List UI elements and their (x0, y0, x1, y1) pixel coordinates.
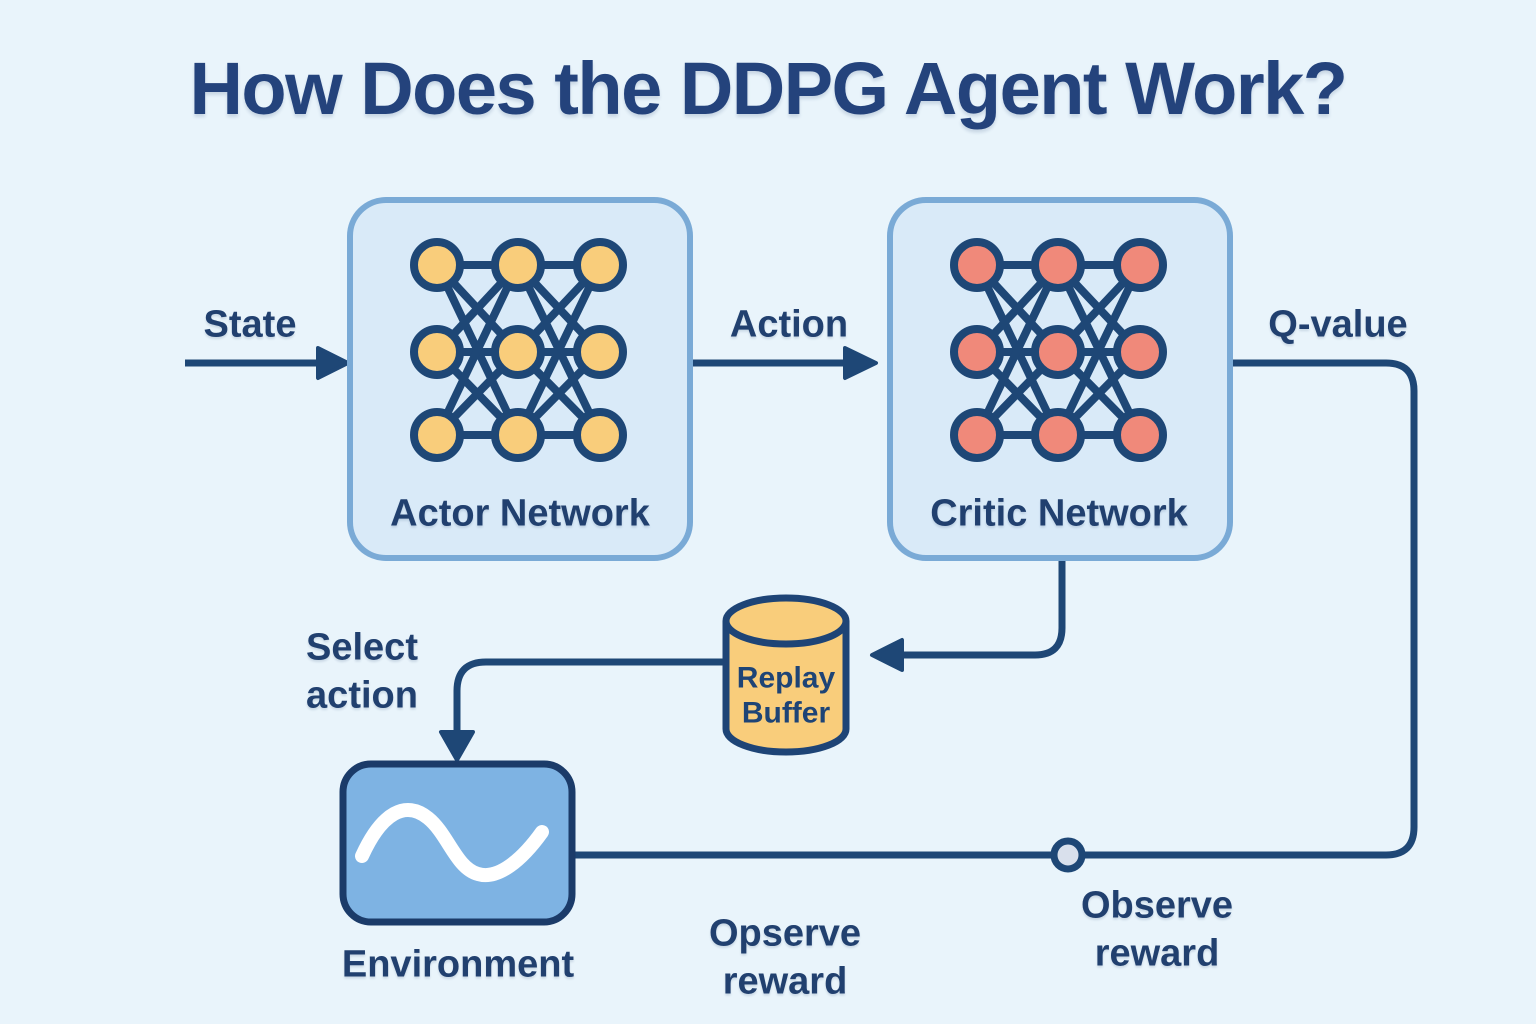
replay-buffer-cylinder (722, 594, 850, 756)
opserve-reward-label: Opserve reward (708, 912, 862, 1003)
state-label: State (203, 303, 297, 346)
reward-junction-dot (1050, 837, 1086, 873)
critic-network-graphic (950, 238, 1167, 462)
observe-reward-label: Observe reward (1080, 884, 1234, 975)
environment-wave (355, 803, 549, 883)
state-arrow (185, 346, 350, 380)
qvalue-reward-line (573, 359, 1418, 859)
actor-network-label: Actor Network (390, 492, 650, 535)
actor-network-graphic (410, 238, 627, 462)
action-label: Action (729, 303, 849, 346)
page-title: How Does the DDPG Agent Work? (189, 47, 1348, 130)
buffer-to-environment-arrow (439, 658, 740, 762)
environment-label: Environment (341, 943, 575, 986)
action-arrow (692, 346, 878, 380)
critic-to-buffer-arrow (870, 558, 1066, 672)
select-action-label: Select action (306, 626, 418, 717)
environment-box (339, 760, 576, 926)
critic-network-label: Critic Network (930, 492, 1188, 535)
q-value-label: Q-value (1268, 303, 1408, 346)
replay-buffer-label: Replay Buffer (736, 661, 836, 730)
